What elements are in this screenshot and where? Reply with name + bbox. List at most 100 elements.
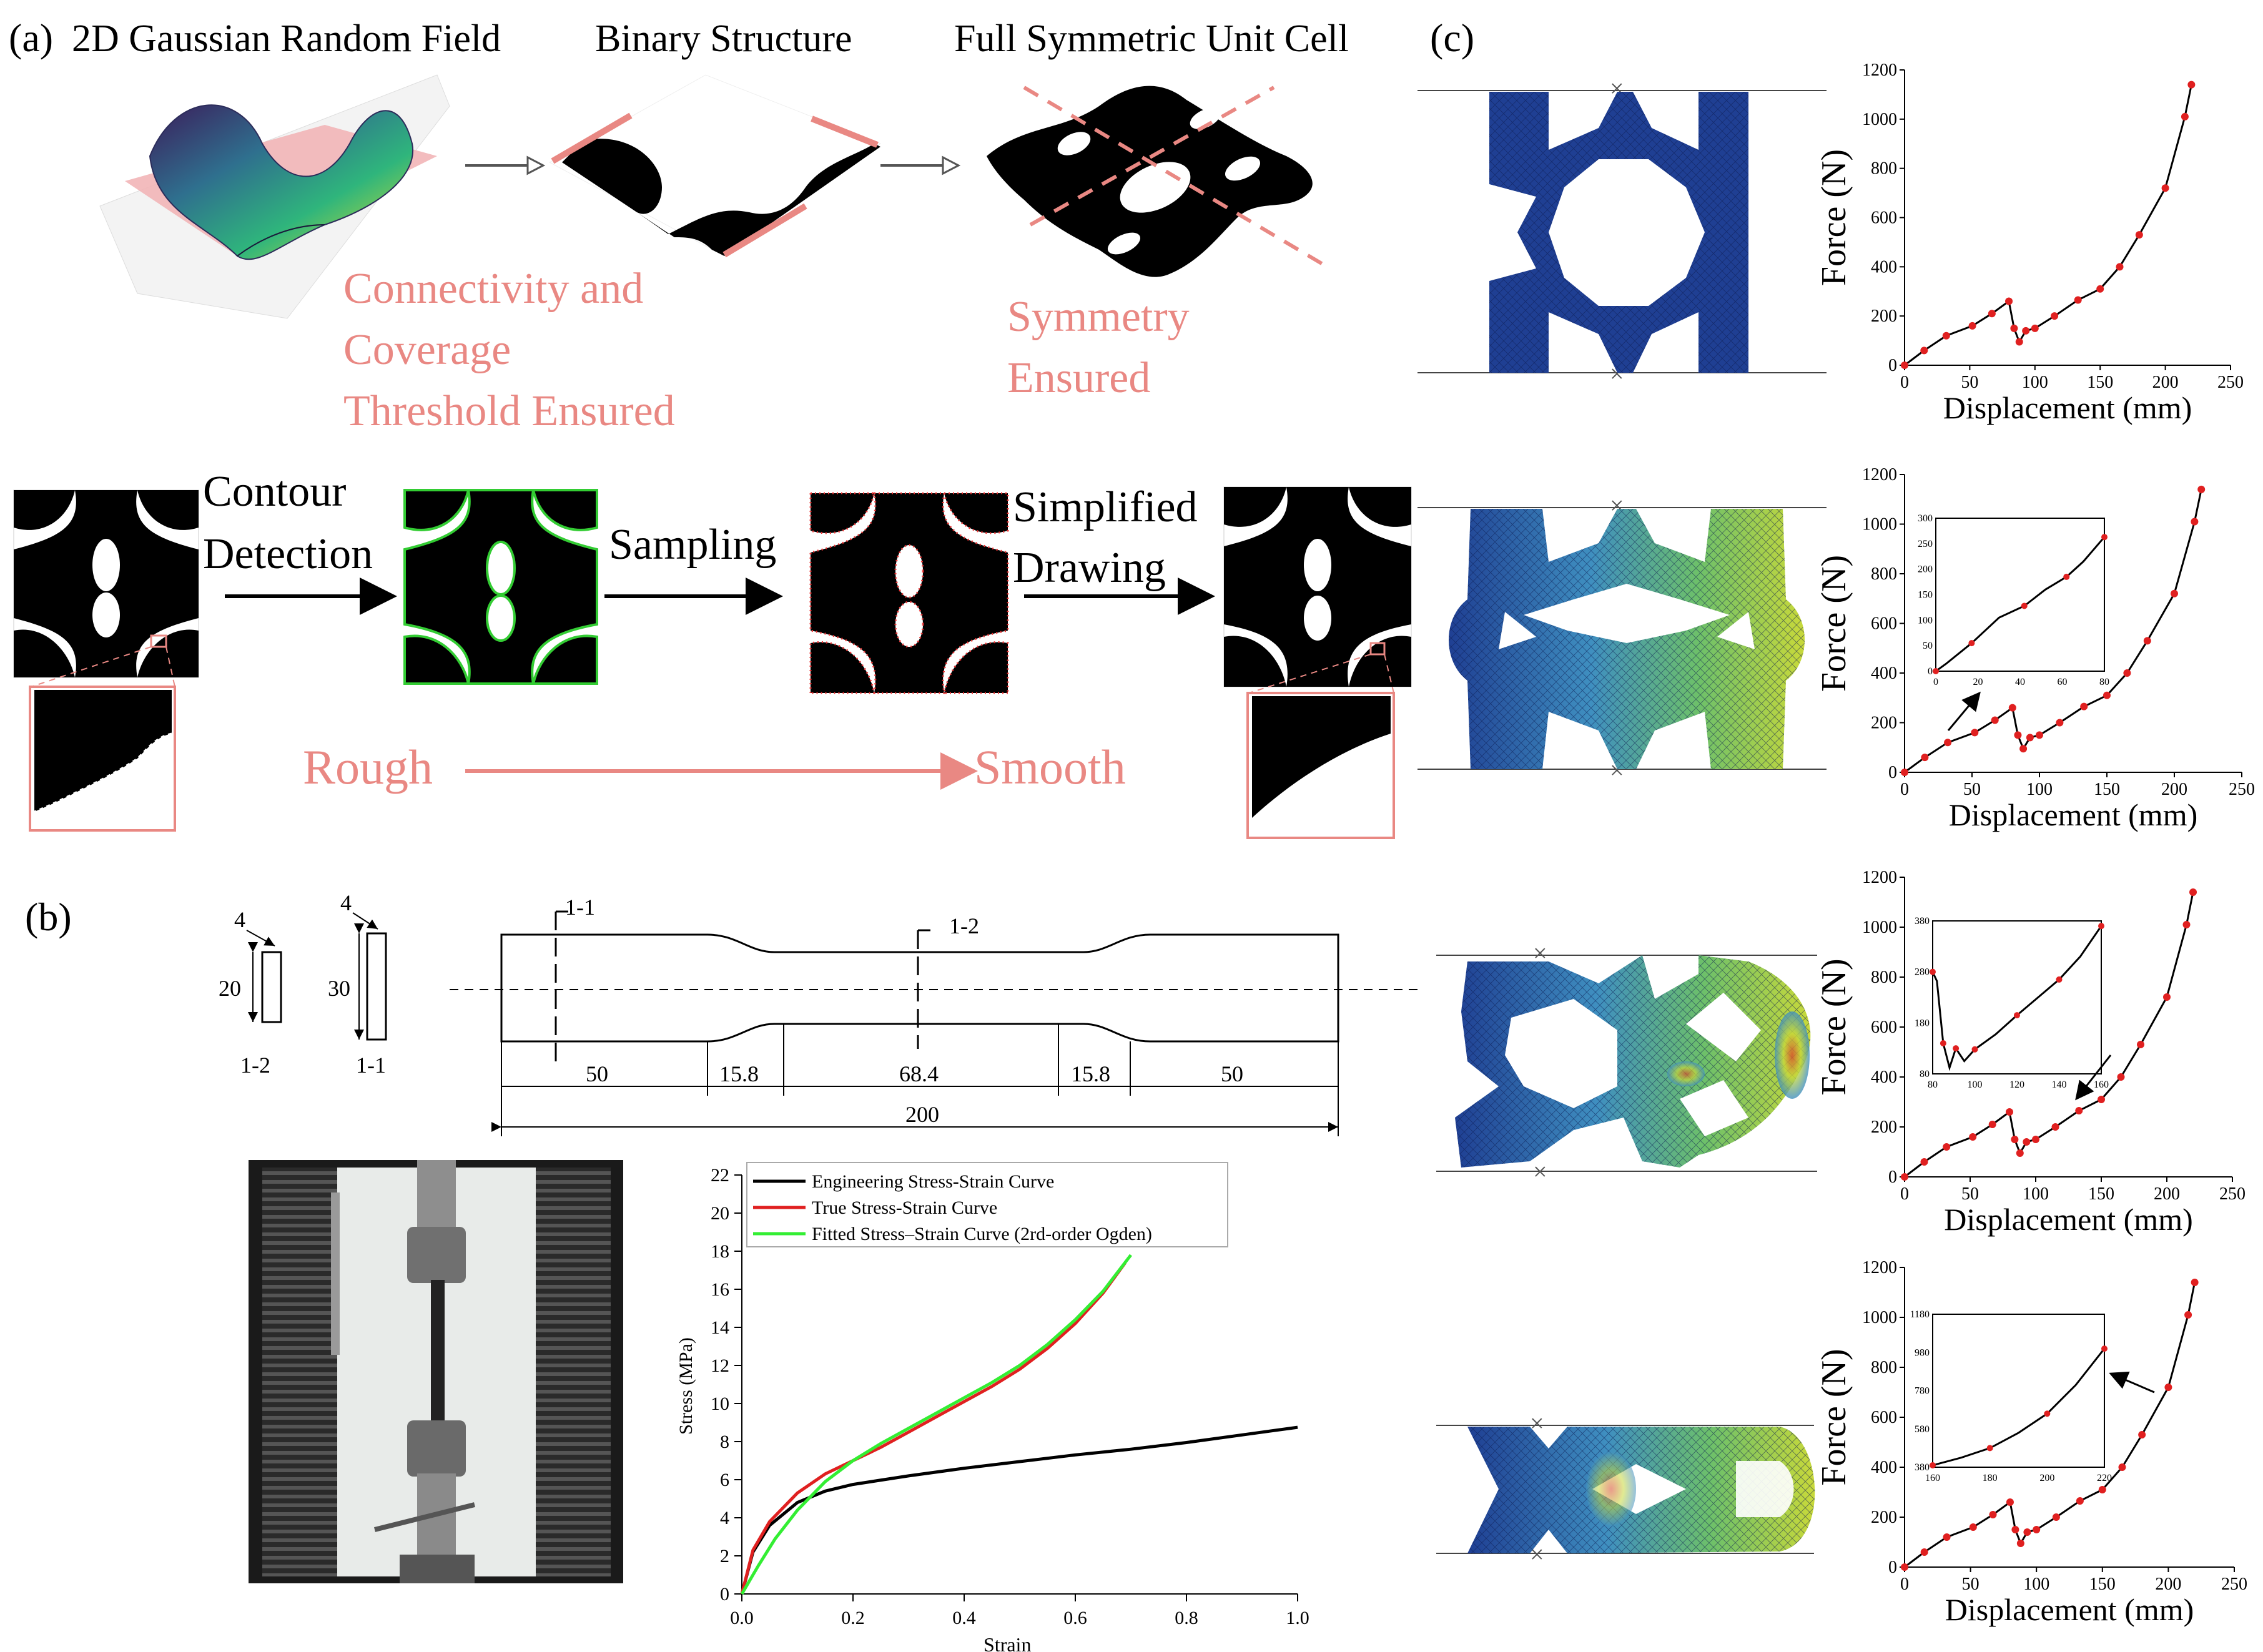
force-series-line	[1904, 489, 2202, 774]
force-data-point	[2143, 637, 2151, 645]
force-x-tick-label: 150	[2088, 1184, 2114, 1204]
inset-y-tick-label: 150	[1918, 590, 1933, 601]
force-x-tick-label: 0	[1900, 1575, 1909, 1594]
section-1-1-width: 4	[340, 890, 352, 915]
stress-y-tick-label: 0	[720, 1584, 729, 1605]
force-data-point	[1920, 347, 1928, 355]
force-data-point	[2011, 1526, 2019, 1533]
gaussian-field-surface	[99, 74, 450, 319]
inset-y-tick-label: 980	[1915, 1347, 1930, 1358]
force-data-point	[1901, 361, 1908, 369]
force-data-point	[2019, 745, 2028, 753]
force-data-point	[1988, 1121, 1996, 1128]
inset-data-point	[2021, 602, 2028, 609]
stress-y-tick-label: 8	[720, 1432, 729, 1452]
inset-y-tick-label: 280	[1915, 967, 1930, 978]
force-data-point	[2052, 1513, 2060, 1521]
force-data-point	[2184, 1311, 2192, 1319]
force-data-point	[2076, 1497, 2084, 1505]
force-x-tick-label: 150	[2094, 780, 2120, 799]
section-1-1-name: 1-1	[356, 1053, 386, 1078]
stress-y-label: Stress (MPa)	[676, 1337, 696, 1435]
stress-y-tick-label: 2	[720, 1546, 729, 1566]
force-data-point	[1901, 769, 1908, 776]
force-series-line	[1904, 1282, 2196, 1568]
inset-data-point	[1968, 640, 1975, 647]
force-y-tick-label: 800	[1871, 1358, 1897, 1377]
force-y-tick-label: 800	[1871, 968, 1897, 987]
force-x-tick-label: 100	[2023, 1575, 2049, 1594]
stress-series-line	[740, 1425, 1298, 1595]
note-symmetry: Symmetry Ensured	[1007, 293, 1190, 402]
force-x-tick-label: 200	[2155, 1575, 2181, 1594]
inset-y-tick-label: 200	[1918, 564, 1933, 575]
force-x-tick-label: 250	[2217, 373, 2244, 392]
force-data-point	[2123, 669, 2131, 677]
cut-1-2: 1-2	[949, 913, 979, 938]
title-unit-cell: Full Symmetric Unit Cell	[954, 17, 1349, 60]
force-x-tick-label: 250	[2219, 1184, 2246, 1204]
force-y-tick-label: 600	[1871, 1408, 1897, 1427]
force-data-point	[1988, 310, 1996, 318]
force-data-point	[2075, 1107, 2083, 1114]
inset-y-tick-label: 100	[1918, 615, 1933, 626]
note-symmetry-line1: Symmetry	[1007, 293, 1190, 341]
inset-y-tick-label: 80	[1920, 1069, 1930, 1079]
force-y-tick-label: 200	[1871, 307, 1897, 326]
force-y-tick-label: 0	[1888, 1558, 1897, 1577]
inset-y-tick-label: 1180	[1910, 1309, 1930, 1320]
force-y-tick-label: 600	[1871, 1018, 1897, 1037]
note-connectivity-line3: Threshold Ensured	[343, 387, 675, 435]
force-data-point	[1969, 1133, 1977, 1141]
force-data-point	[2138, 1431, 2146, 1438]
inset-frame	[1932, 1314, 2105, 1468]
inset-data-point	[1930, 1462, 1936, 1468]
force-y-tick-label: 1200	[1862, 868, 1897, 887]
stress-series	[740, 1254, 1298, 1595]
force-data-point	[2014, 731, 2022, 739]
force-data-point	[2008, 704, 2016, 712]
force-x-tick-label: 50	[1962, 1575, 1980, 1594]
force-x-tick-label: 100	[2022, 373, 2048, 392]
inset-x-tick-label: 80	[1928, 1079, 1938, 1090]
inset-x-tick-label: 200	[2039, 1473, 2054, 1483]
force-x-tick-label: 150	[2089, 1575, 2116, 1594]
force-y-tick-label: 200	[1871, 1508, 1897, 1527]
force-data-point	[1968, 322, 1976, 330]
stress-x-tick-label: 0.4	[952, 1608, 976, 1628]
inset-pointer-arrow	[2109, 1371, 2155, 1394]
force-data-point	[1901, 1563, 1908, 1571]
svg-text:×: ×	[1530, 1409, 1544, 1437]
symmetric-unit-cell	[974, 69, 1343, 293]
force-y-tick-label: 0	[1888, 356, 1897, 375]
force-data-point	[2117, 1073, 2125, 1081]
force-data-point	[2189, 888, 2197, 896]
force-data-point	[2026, 734, 2034, 742]
force-y-tick-label: 1000	[1862, 515, 1897, 534]
force-data-point	[2023, 1528, 2031, 1536]
stress-y-tick-label: 20	[711, 1203, 729, 1224]
force-data-point	[2171, 589, 2178, 597]
force-data-point	[2032, 1136, 2039, 1143]
force-y-tick-label: 800	[1871, 564, 1897, 584]
step-contour: Contour	[203, 468, 346, 516]
force-y-tick-label: 1200	[1862, 1258, 1897, 1277]
inset-y-tick-label: 380	[1915, 1462, 1930, 1473]
force-y-tick-label: 400	[1871, 257, 1897, 277]
stress-y-tick-label: 14	[711, 1317, 729, 1338]
dim-15-8-right: 15.8	[1071, 1061, 1110, 1086]
force-data-point	[2010, 324, 2018, 332]
force-y-tick-label: 400	[1871, 664, 1897, 683]
force-data-point	[2181, 112, 2189, 120]
zoom-rough	[29, 686, 176, 832]
panel-b: (b) 4 20 1-2 4 30 1-1	[25, 890, 1417, 1652]
force-x-label: Displacement (mm)	[1943, 390, 2192, 425]
panel-c: (c) × × × × × ×	[1417, 16, 2255, 1627]
force-y-tick-label: 1200	[1862, 465, 1897, 484]
stress-x-tick-label: 0.2	[841, 1608, 865, 1628]
force-data-point	[2074, 296, 2082, 304]
